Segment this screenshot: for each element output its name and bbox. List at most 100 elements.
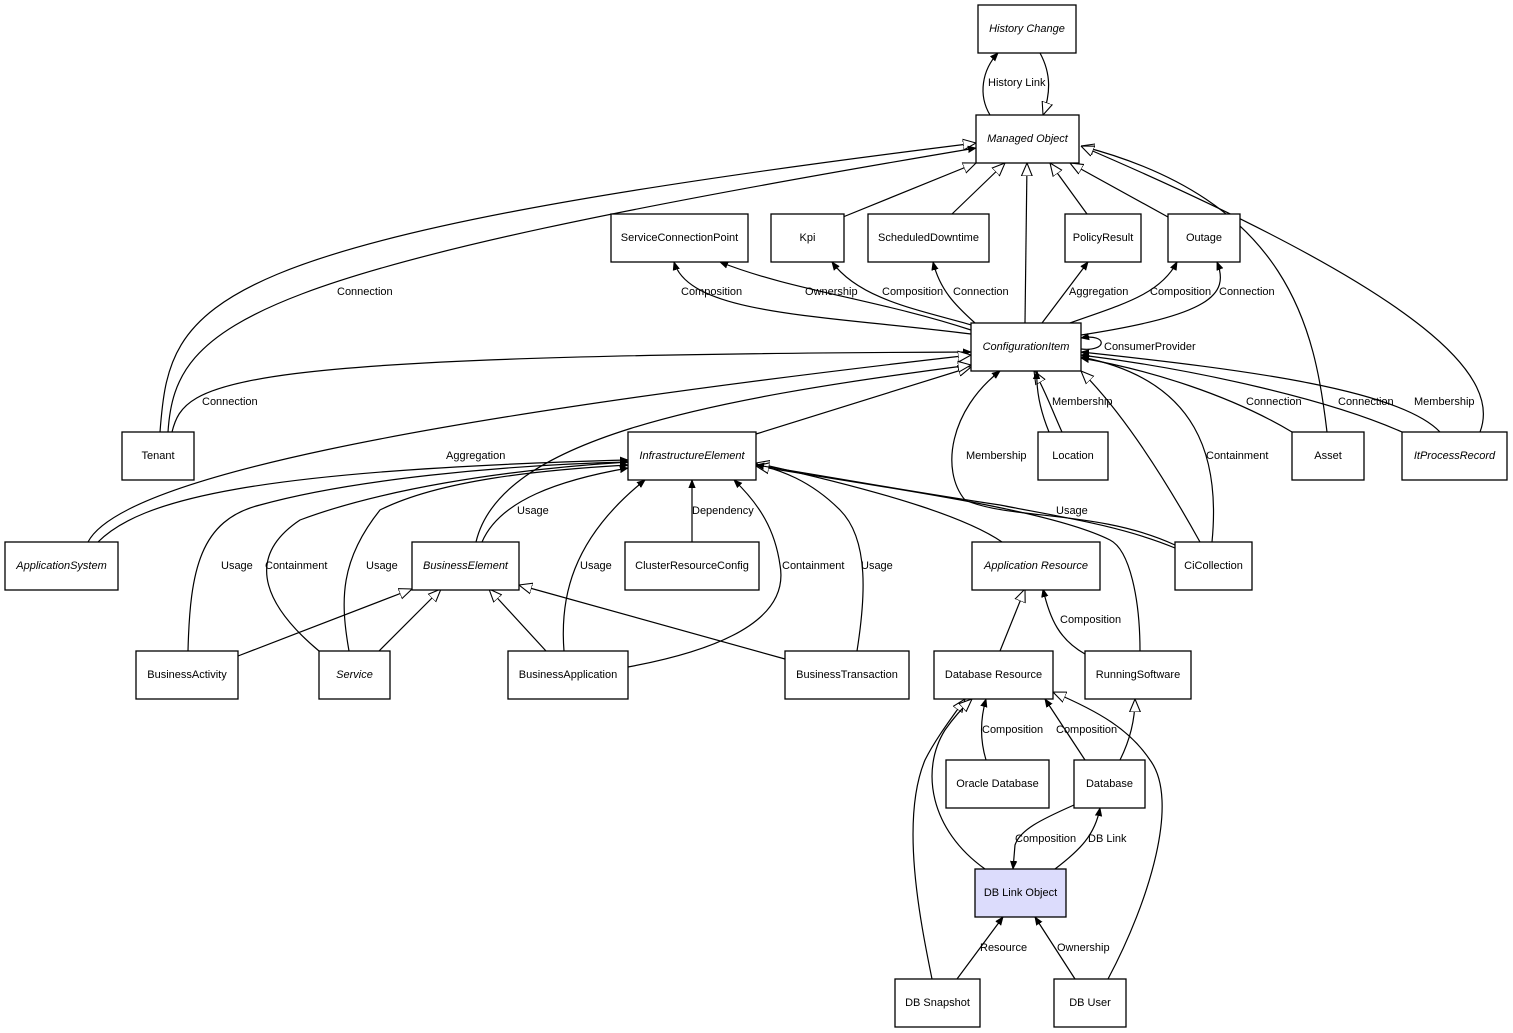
association-edge-itpr-to-ci [1081,355,1403,433]
inheritance-edge-cicoll-to-ci [1081,371,1201,543]
edge-label: Ownership [805,286,858,298]
node-box [1053,978,1127,1028]
association-edge-tenant-to-ci [171,352,971,433]
node-label: BusinessElement [423,560,509,572]
edge-label: Containment [265,560,327,572]
class-node-cicoll[interactable]: CiCollection [1174,541,1253,591]
class-node-appres[interactable]: Application Resource [971,541,1101,591]
filled-arrow-icon [171,352,971,433]
inheritance-edge-appres-to-infra [756,463,1003,543]
class-node-biztx[interactable]: BusinessTransaction [784,650,910,700]
hollow-arrow-icon [475,365,971,543]
node-box [1064,213,1142,263]
class-node-asset[interactable]: Asset [1291,431,1365,481]
node-label: ClusterResourceConfig [635,560,749,572]
filled-arrow-icon [1069,262,1178,324]
node-label: PolicyResult [1073,232,1134,244]
node-label: BusinessApplication [519,669,617,681]
class-node-bizel[interactable]: BusinessElement [411,541,520,591]
association-edge-ci-to-policy [1041,262,1088,324]
class-node-itpr[interactable]: ItProcessRecord [1401,431,1508,481]
class-node-infra[interactable]: InfrastructureElement [627,431,757,481]
association-edge-ci-to-ci [1081,337,1102,350]
class-node-service[interactable]: Service [318,650,391,700]
node-box [970,322,1082,372]
class-node-running[interactable]: RunningSoftware [1084,650,1192,700]
node-label: BusinessActivity [147,669,227,681]
node-box [974,868,1067,918]
class-node-snapshot[interactable]: DB Snapshot [894,978,981,1028]
filled-arrow-icon [982,699,987,761]
hollow-arrow-icon [87,355,971,543]
class-node-location[interactable]: Location [1037,431,1109,481]
association-edge-bizact-to-infra [187,462,628,652]
class-node-managed-object[interactable]: Managed Object [975,114,1080,164]
association-edge-ci-to-scp [674,262,972,335]
filled-arrow-icon [1045,699,1086,761]
hollow-arrow-icon [1119,699,1135,761]
class-node-tenant[interactable]: Tenant [121,431,195,481]
node-box [770,213,845,263]
edge-label: Containment [782,560,844,572]
hollow-arrow-icon [951,163,1005,215]
filled-arrow-icon [756,465,1176,549]
association-edge-service-to-infra [343,465,628,652]
class-node-dbres[interactable]: Database Resource [933,650,1054,700]
class-node-outage[interactable]: Outage [1167,213,1241,263]
node-label: RunningSoftware [1096,669,1180,681]
filled-arrow-icon [1081,337,1102,350]
association-edge-oracle-to-dbres [982,699,987,761]
filled-arrow-icon [562,480,645,652]
class-node-database[interactable]: Database [1073,759,1146,809]
node-box [411,541,520,591]
class-node-history-change[interactable]: History Change [977,4,1077,54]
class-node-ci[interactable]: ConfigurationItem [970,322,1082,372]
inheritance-edge-appsys-to-ci [87,355,971,543]
inheritance-edge-outage-to-managed_object [1070,163,1169,218]
hollow-arrow-icon [1081,371,1201,543]
filled-arrow-icon [756,464,864,652]
class-node-bizapp[interactable]: BusinessApplication [507,650,629,700]
edge-label: Connection [202,396,258,408]
filled-arrow-icon [187,462,628,652]
class-node-kpi[interactable]: Kpi [770,213,845,263]
filled-arrow-icon [674,262,972,335]
class-node-sched[interactable]: ScheduledDowntime [867,213,990,263]
class-node-oracle[interactable]: Oracle Database [945,759,1050,809]
inheritance-edge-dblink-to-dbres [931,699,986,870]
class-node-policy[interactable]: PolicyResult [1064,213,1142,263]
node-box [135,650,239,700]
node-label: ItProcessRecord [1414,450,1496,462]
node-label: Kpi [800,232,816,244]
inheritance-edge-tenant-to-managed_object [159,143,976,433]
node-label: Database [1086,778,1133,790]
edge-label: ConsumerProvider [1104,341,1196,353]
node-box [4,541,119,591]
association-edge-cicoll-to-infra [756,465,1176,549]
node-box [977,4,1077,54]
edge-label: Containment [1206,450,1268,462]
filled-arrow-icon [1054,808,1100,870]
class-node-bizact[interactable]: BusinessActivity [135,650,239,700]
class-node-crc[interactable]: ClusterResourceConfig [624,541,760,591]
filled-arrow-icon [956,917,1003,980]
hollow-arrow-icon [756,463,1003,543]
class-node-scp[interactable]: ServiceConnectionPoint [610,213,749,263]
node-box [121,431,195,481]
edge-label: Membership [966,450,1027,462]
hollow-arrow-icon [1025,163,1027,324]
node-label: DB User [1069,997,1111,1009]
node-box [318,650,391,700]
class-node-appsys[interactable]: ApplicationSystem [4,541,119,591]
class-node-dbuser[interactable]: DB User [1053,978,1127,1028]
node-box [1073,759,1146,809]
edge-label: Connection [1338,396,1394,408]
node-label: Service [336,669,373,681]
edge-label: Connection [953,286,1009,298]
node-label: ConfigurationItem [983,341,1070,353]
class-node-dblink[interactable]: DB Link Object [974,868,1067,918]
hollow-arrow-icon [519,585,786,660]
edge-label: Ownership [1057,942,1110,954]
edge-label: Usage [366,560,398,572]
